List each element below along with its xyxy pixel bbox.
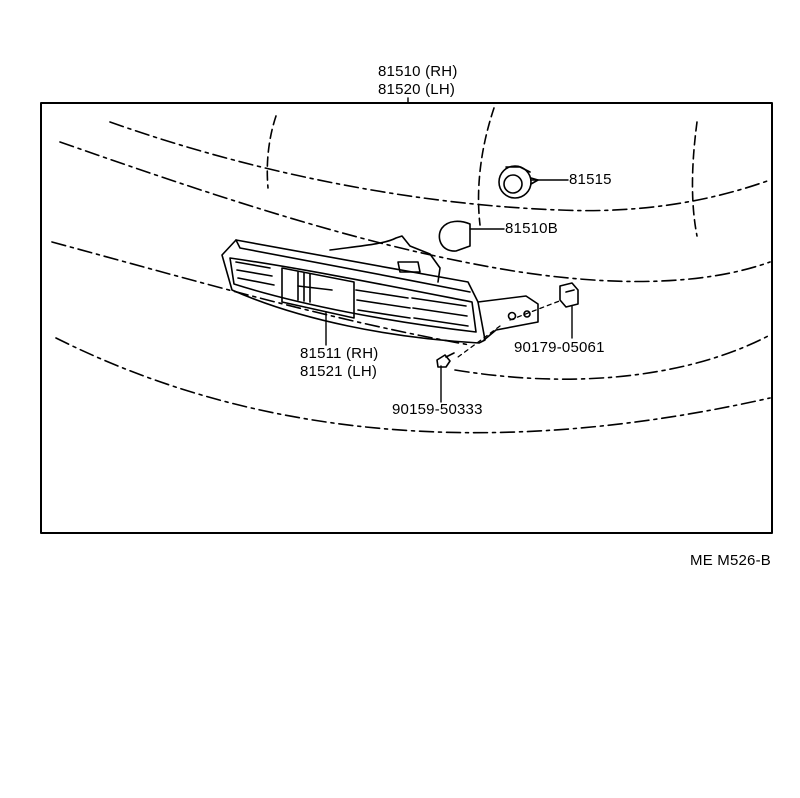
label-assembly-lh: 81520 (LH) xyxy=(378,81,456,98)
leader-lines xyxy=(325,97,573,403)
figure-code: ME M526-B xyxy=(690,552,771,569)
connection-lines xyxy=(457,299,563,358)
diagram-frame xyxy=(40,102,773,534)
bulb-icon xyxy=(438,220,471,252)
clip-icon xyxy=(559,282,579,308)
label-socket: 81515 xyxy=(569,171,612,188)
turn-signal-lamp xyxy=(221,235,539,344)
label-screw: 90159-50333 xyxy=(392,401,483,418)
body-contours xyxy=(51,121,771,434)
label-lens-rh: 81511 (RH) xyxy=(300,345,379,362)
label-assembly-rh: 81510 (RH) xyxy=(378,63,458,80)
vertical-contours xyxy=(266,107,698,237)
bulb-socket-icon xyxy=(498,165,539,199)
screw-icon xyxy=(436,352,455,368)
label-bulb: 81510B xyxy=(505,220,558,237)
label-clip: 90179-05061 xyxy=(514,339,605,356)
label-lens-lh: 81521 (LH) xyxy=(300,363,378,380)
